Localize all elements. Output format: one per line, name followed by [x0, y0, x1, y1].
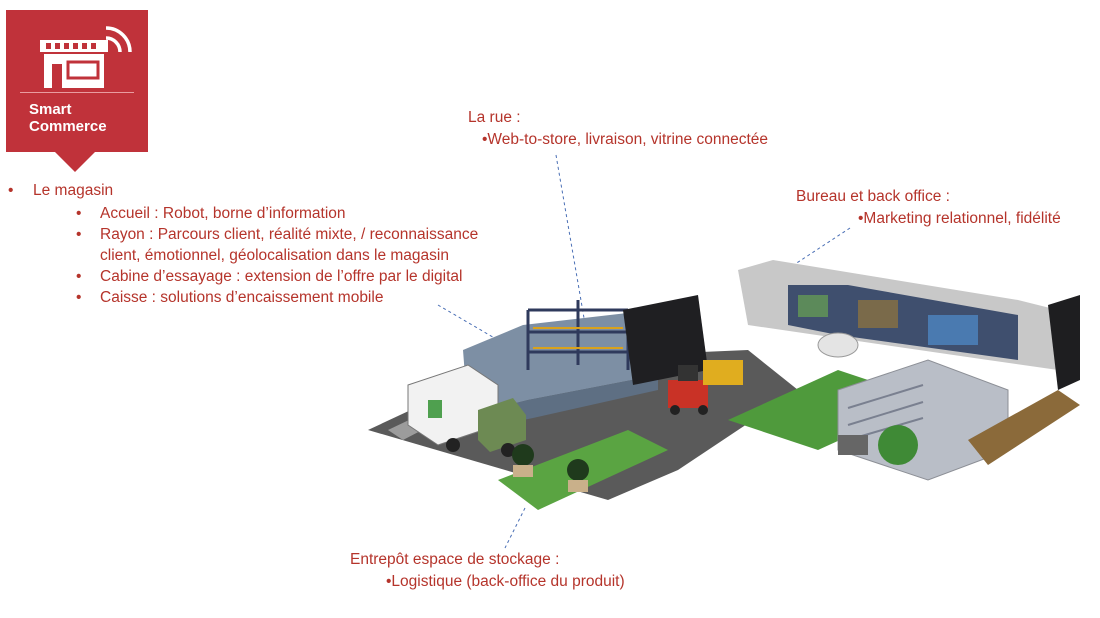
magasin-heading: • Le magasin • Accueil : Robot, borne d’… — [8, 180, 478, 308]
list-item: • Rayon : Parcours client, réalité mixte… — [33, 224, 478, 266]
list-item-text: Cabine d’essayage : extension de l’offre… — [100, 268, 463, 285]
rue-heading: La rue : — [468, 109, 521, 126]
list-item-text: Accueil : Robot, borne d’information — [100, 205, 346, 222]
bureau-heading: Bureau et back office : — [796, 188, 950, 205]
smart-commerce-badge: Smart Commerce — [6, 10, 148, 152]
badge-title: Smart Commerce — [29, 101, 107, 135]
bullet: • — [8, 182, 14, 199]
warehouse-wall — [463, 310, 658, 415]
badge-title-line2: Commerce — [29, 118, 107, 135]
bullet: • — [76, 205, 82, 222]
bullet: • — [76, 226, 82, 243]
forklift — [668, 360, 743, 415]
bureau-detail: •Marketing relationnel, fidélité — [858, 210, 1061, 227]
list-item: • Accueil : Robot, borne d’information — [33, 203, 478, 224]
magasin-list: • Le magasin • Accueil : Robot, borne d’… — [8, 180, 478, 308]
list-item-text-continued: client, émotionnel, géolocalisation dans… — [100, 247, 449, 264]
floor-base — [968, 390, 1080, 465]
list-item-text: Rayon : Parcours client, réalité mixte, … — [100, 226, 479, 243]
list-item: • Caisse : solutions d’encaissement mobi… — [33, 287, 478, 308]
smart-store-isometric-scene — [368, 260, 1080, 510]
plant — [567, 459, 589, 481]
delivery-truck — [407, 364, 526, 457]
entrepot-detail: •Logistique (back-office du produit) — [386, 573, 625, 590]
rue-detail: •Web-to-store, livraison, vitrine connec… — [482, 131, 768, 148]
right-end-wall — [1048, 295, 1080, 390]
badge-pointer — [55, 152, 95, 172]
list-item: • Cabine d’essayage : extension de l’off… — [33, 266, 478, 287]
shop-panel — [623, 295, 708, 385]
bullet: • — [76, 289, 82, 306]
entrepot-heading: Entrepôt espace de stockage : — [350, 551, 560, 568]
badge-title-line1: Smart — [29, 101, 72, 118]
plant — [512, 444, 534, 466]
list-item-text: Caisse : solutions d’encaissement mobile — [100, 289, 384, 306]
badge-divider — [20, 92, 134, 93]
bullet: • — [76, 268, 82, 285]
tree — [878, 425, 918, 465]
magasin-heading-text: Le magasin — [33, 182, 114, 199]
car — [817, 332, 859, 358]
storefront-wifi-icon — [40, 26, 132, 88]
magasin-sublist: • Accueil : Robot, borne d’information •… — [33, 203, 478, 308]
